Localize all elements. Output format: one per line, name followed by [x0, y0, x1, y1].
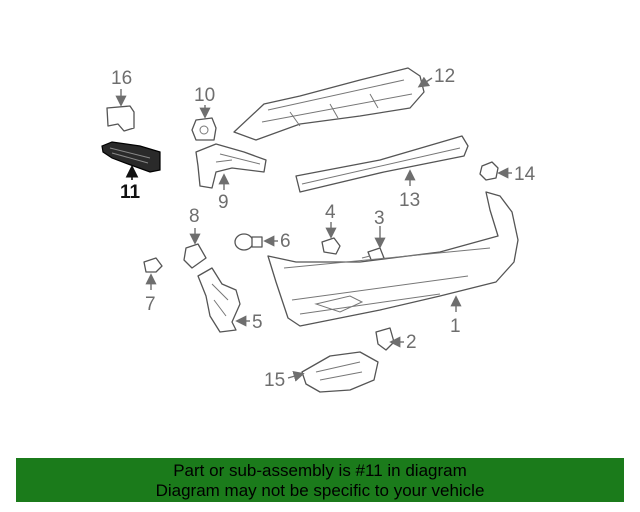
part-12-absorber[interactable] [233, 67, 433, 141]
callout-9: 9 [218, 192, 229, 213]
callout-11: 11 [120, 182, 141, 203]
part-7-bolt[interactable] [143, 257, 163, 290]
callout-12: 12 [434, 66, 455, 87]
part-10-clip[interactable] [191, 105, 217, 141]
callout-1: 1 [450, 316, 461, 337]
part-11-side-bracket[interactable] [101, 141, 161, 180]
part-6-grommet[interactable] [234, 233, 278, 251]
callout-10: 10 [194, 85, 215, 106]
part-16-clip[interactable] [106, 89, 135, 132]
banner-line-1: Part or sub-assembly is #11 in diagram [173, 461, 467, 480]
part-5-support[interactable] [197, 267, 250, 333]
part-3-screw[interactable] [361, 226, 386, 263]
callout-13: 13 [399, 190, 420, 211]
callout-15: 15 [264, 370, 285, 391]
part-15-reflector[interactable] [287, 351, 379, 393]
callout-5: 5 [252, 312, 263, 333]
banner-line-2: Diagram may not be specific to your vehi… [155, 481, 485, 500]
part-9-retainer[interactable] [195, 143, 267, 190]
callout-8: 8 [189, 206, 200, 227]
part-2-clip[interactable] [375, 327, 404, 351]
callout-16: 16 [111, 68, 132, 89]
callout-6: 6 [280, 231, 291, 252]
callout-2: 2 [406, 332, 417, 353]
part-8-bracket[interactable] [183, 228, 207, 269]
callout-4: 4 [325, 202, 336, 223]
part-4-clip[interactable] [321, 222, 341, 255]
callout-7: 7 [145, 294, 156, 315]
part-14-nut[interactable] [479, 161, 512, 181]
part-13-reinforcement[interactable] [295, 135, 469, 193]
part-1-bumper-cover[interactable] [267, 191, 519, 327]
callout-3: 3 [374, 208, 385, 229]
notice-banner: Part or sub-assembly is #11 in diagram D… [16, 458, 624, 502]
callout-14: 14 [514, 164, 536, 185]
